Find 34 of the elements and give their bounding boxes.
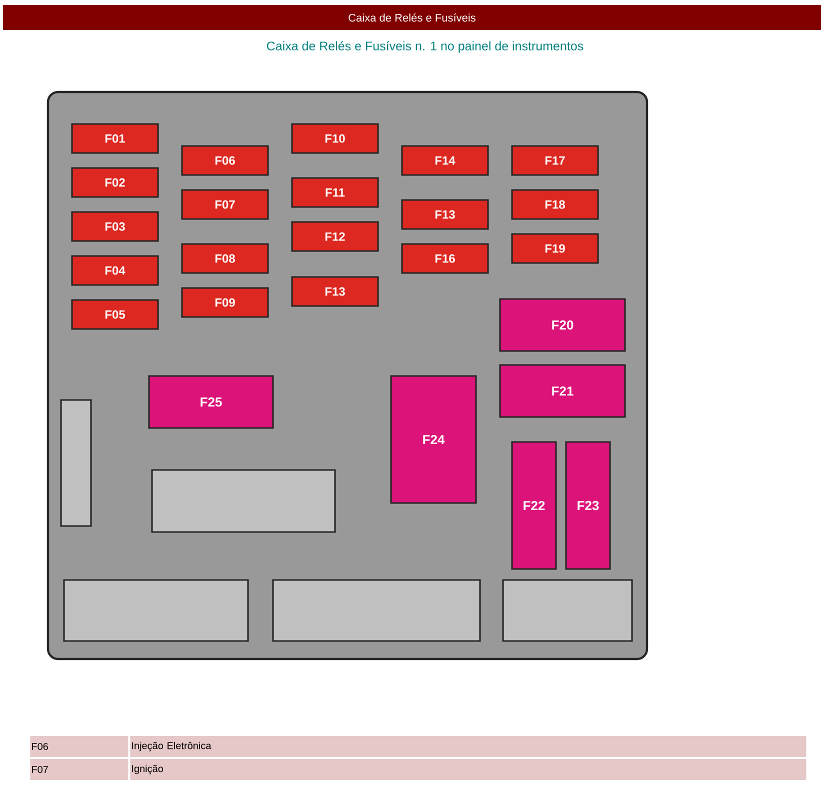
fuse: F16 — [401, 243, 489, 274]
fuse: F17 — [511, 145, 599, 176]
relay: F21 — [499, 364, 626, 418]
fuse: F01 — [71, 123, 159, 154]
connector-slot — [151, 469, 336, 533]
title-banner: Caixa de Relés e Fusíveis — [3, 5, 821, 30]
fuse: F18 — [511, 189, 599, 220]
fuse: F13 — [401, 199, 489, 230]
subtitle: Caixa de Relés e Fusíveis n. 1 no painel de instrumentos — [266, 41, 584, 53]
table-cell: F07 — [30, 759, 128, 780]
relay: F24 — [390, 375, 477, 504]
fuse: F06 — [181, 145, 269, 176]
relay: F22 — [511, 441, 557, 570]
connector-slot — [63, 579, 249, 642]
fuse: F03 — [71, 211, 159, 242]
connector-slot — [502, 579, 633, 642]
fuse: F04 — [71, 255, 159, 286]
fuse: F11 — [291, 177, 379, 208]
fuse: F13 — [291, 276, 379, 307]
fuse: F05 — [71, 299, 159, 330]
fuse: F07 — [181, 189, 269, 220]
relay: F25 — [148, 375, 274, 429]
connector-slot — [60, 399, 92, 527]
fuse: F10 — [291, 123, 379, 154]
relay: F20 — [499, 298, 626, 352]
connector-slot — [272, 579, 481, 642]
fuse: F02 — [71, 167, 159, 198]
relay: F23 — [565, 441, 611, 570]
table-cell: F06 — [30, 736, 128, 757]
fuse: F19 — [511, 233, 599, 264]
fuse: F12 — [291, 221, 379, 252]
fuse: F14 — [401, 145, 489, 176]
fuse: F09 — [181, 287, 269, 318]
fuse: F08 — [181, 243, 269, 274]
